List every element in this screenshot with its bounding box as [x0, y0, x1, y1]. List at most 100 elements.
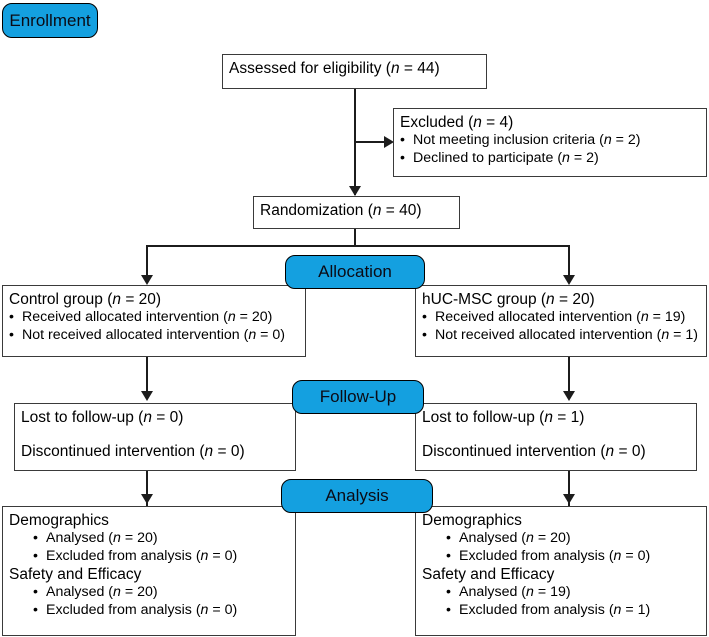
control-lost-n: n: [143, 409, 152, 426]
box-excluded: Excluded (n = 4) Not meeting inclusion c…: [393, 108, 707, 177]
list-item: Received allocated intervention (n = 20): [9, 309, 299, 327]
treatment-group-intervention-list: Received allocated intervention (n = 19)…: [422, 309, 700, 345]
list-item: Excluded from analysis (n = 1): [446, 602, 700, 620]
control-group-title: Control group (n = 20): [9, 291, 299, 309]
control-safety-0-n: n: [113, 584, 121, 601]
treatment-lost-after: = 1): [552, 409, 585, 426]
treatment-item-0-after: = 19): [648, 309, 686, 326]
control-safety-1-text: Excluded from analysis (: [46, 602, 201, 619]
treatment-safety-0-n: n: [526, 584, 534, 601]
stage-badge-enrollment: Enrollment: [2, 3, 98, 38]
control-disc-n: n: [204, 443, 214, 461]
treatment-safety-0-after: = 19): [533, 584, 571, 601]
treatment-lost-before: Lost to follow-up (: [422, 409, 545, 426]
list-item: Excluded from analysis (n = 0): [33, 548, 289, 566]
treatment-safety-1-n: n: [613, 602, 622, 619]
control-item-1-n: n: [248, 327, 257, 344]
control-disc-before: Discontinued intervention (: [21, 443, 205, 461]
control-discontinued-intervention: Discontinued intervention (n = 0): [21, 443, 289, 461]
arrowhead-into-treatment-analysis: [563, 494, 575, 504]
excluded-reason-list: Not meeting inclusion criteria (n = 2) D…: [400, 132, 700, 168]
excluded-title-after: = 4): [481, 114, 514, 131]
list-item: Not meeting inclusion criteria (n = 2): [400, 132, 700, 150]
box-control-followup: Lost to follow-up (n = 0) Discontinued i…: [14, 403, 296, 471]
list-item: Declined to participate (n = 2): [400, 150, 700, 168]
connector-randomization-split: [147, 245, 570, 247]
control-safety-0-text: Analysed (: [46, 584, 114, 601]
excluded-item-0-after: = 2): [611, 132, 641, 149]
assessed-text-before: Assessed for eligibility (: [229, 60, 391, 77]
control-demo-0-text: Analysed (: [46, 530, 114, 547]
arrowhead-into-treatment-group: [563, 275, 575, 285]
treatment-group-title: hUC-MSC group (n = 20): [422, 291, 700, 309]
list-item: Not received allocated intervention (n =…: [9, 327, 299, 345]
control-lost-after: = 0): [151, 409, 184, 426]
box-treatment-analysis: Demographics Analysed (n = 20) Excluded …: [415, 506, 707, 636]
excluded-item-1-n: n: [562, 150, 570, 167]
arrowhead-into-treatment-followup: [563, 391, 575, 401]
treatment-demo-0-n: n: [526, 530, 534, 547]
treatment-group-n-symbol: n: [546, 291, 555, 308]
control-group-title-after: = 20): [121, 291, 162, 308]
control-group-intervention-list: Received allocated intervention (n = 20)…: [9, 309, 299, 345]
treatment-demo-1-n: n: [613, 548, 622, 565]
connector-to-excluded: [354, 141, 387, 143]
treatment-item-0-text: Received allocated intervention (: [435, 309, 641, 326]
list-item: Received allocated intervention (n = 19): [422, 309, 700, 327]
treatment-item-1-text: Not received allocated intervention (: [435, 327, 662, 344]
excluded-item-1-after: = 2): [569, 150, 599, 167]
randomization-text-after: = 40): [381, 202, 422, 219]
arrowhead-into-control-analysis: [141, 494, 153, 504]
control-demo-0-n: n: [113, 530, 121, 547]
stage-badge-analysis: Analysis: [281, 479, 433, 513]
stage-badge-allocation: Allocation: [285, 255, 425, 289]
control-item-0-n: n: [227, 309, 236, 326]
list-item: Analysed (n = 20): [446, 530, 700, 548]
control-item-0-text: Received allocated intervention (: [22, 309, 228, 326]
arrowhead-into-randomization: [349, 186, 361, 196]
list-item: Analysed (n = 20): [33, 584, 289, 602]
excluded-item-1-text: Declined to participate (: [413, 150, 563, 167]
list-item: Excluded from analysis (n = 0): [33, 602, 289, 620]
control-safety-title: Safety and Efficacy: [9, 566, 142, 584]
assessed-n-symbol: n: [390, 60, 400, 77]
treatment-safety-0-text: Analysed (: [459, 584, 527, 601]
connector-to-control-group: [146, 245, 148, 282]
arrowhead-into-control-group: [141, 275, 153, 285]
control-safety-1-n: n: [200, 602, 209, 619]
box-control-group-allocation: Control group (n = 20) Received allocate…: [2, 285, 306, 357]
list-item: Analysed (n = 19): [446, 584, 700, 602]
control-demo-1-n: n: [200, 548, 209, 565]
stage-badge-followup: Follow-Up: [292, 380, 424, 414]
treatment-discontinued-intervention: Discontinued intervention (n = 0): [422, 443, 690, 461]
control-demo-0-after: = 20): [120, 530, 158, 547]
connector-treatment-to-followup: [568, 357, 570, 393]
treatment-group-title-after: = 20): [554, 291, 595, 308]
box-control-analysis: Demographics Analysed (n = 20) Excluded …: [2, 506, 296, 636]
treatment-disc-before: Discontinued intervention (: [422, 443, 606, 461]
assessed-text-after: = 44): [399, 60, 440, 77]
control-safety-1-after: = 0): [208, 602, 238, 619]
connector-treatment-to-analysis: [568, 471, 570, 506]
excluded-title: Excluded (n = 4): [400, 114, 700, 132]
treatment-demographics-list: Analysed (n = 20) Excluded from analysis…: [446, 530, 700, 566]
randomization-n-symbol: n: [372, 202, 382, 219]
stage-badge-analysis-label: Analysis: [325, 486, 389, 505]
connector-to-treatment-group: [568, 245, 570, 282]
connector-randomization-stem: [354, 229, 356, 246]
control-disc-after: = 0): [213, 443, 245, 461]
list-item: Not received allocated intervention (n =…: [422, 327, 700, 345]
treatment-safety-title: Safety and Efficacy: [422, 566, 555, 584]
treatment-lost-to-followup: Lost to follow-up (n = 1): [422, 409, 690, 427]
treatment-demo-0-text: Analysed (: [459, 530, 527, 547]
treatment-safety-list: Analysed (n = 19) Excluded from analysis…: [446, 584, 700, 620]
treatment-group-title-before: hUC-MSC group (: [422, 291, 547, 308]
stage-badge-allocation-label: Allocation: [318, 262, 392, 281]
treatment-disc-n: n: [605, 443, 615, 461]
control-item-1-after: = 0): [256, 327, 286, 344]
treatment-item-0-n: n: [640, 309, 649, 326]
control-item-0-after: = 20): [235, 309, 273, 326]
treatment-demo-1-text: Excluded from analysis (: [459, 548, 614, 565]
treatment-safety-1-after: = 1): [621, 602, 651, 619]
connector-control-to-analysis: [146, 471, 148, 506]
